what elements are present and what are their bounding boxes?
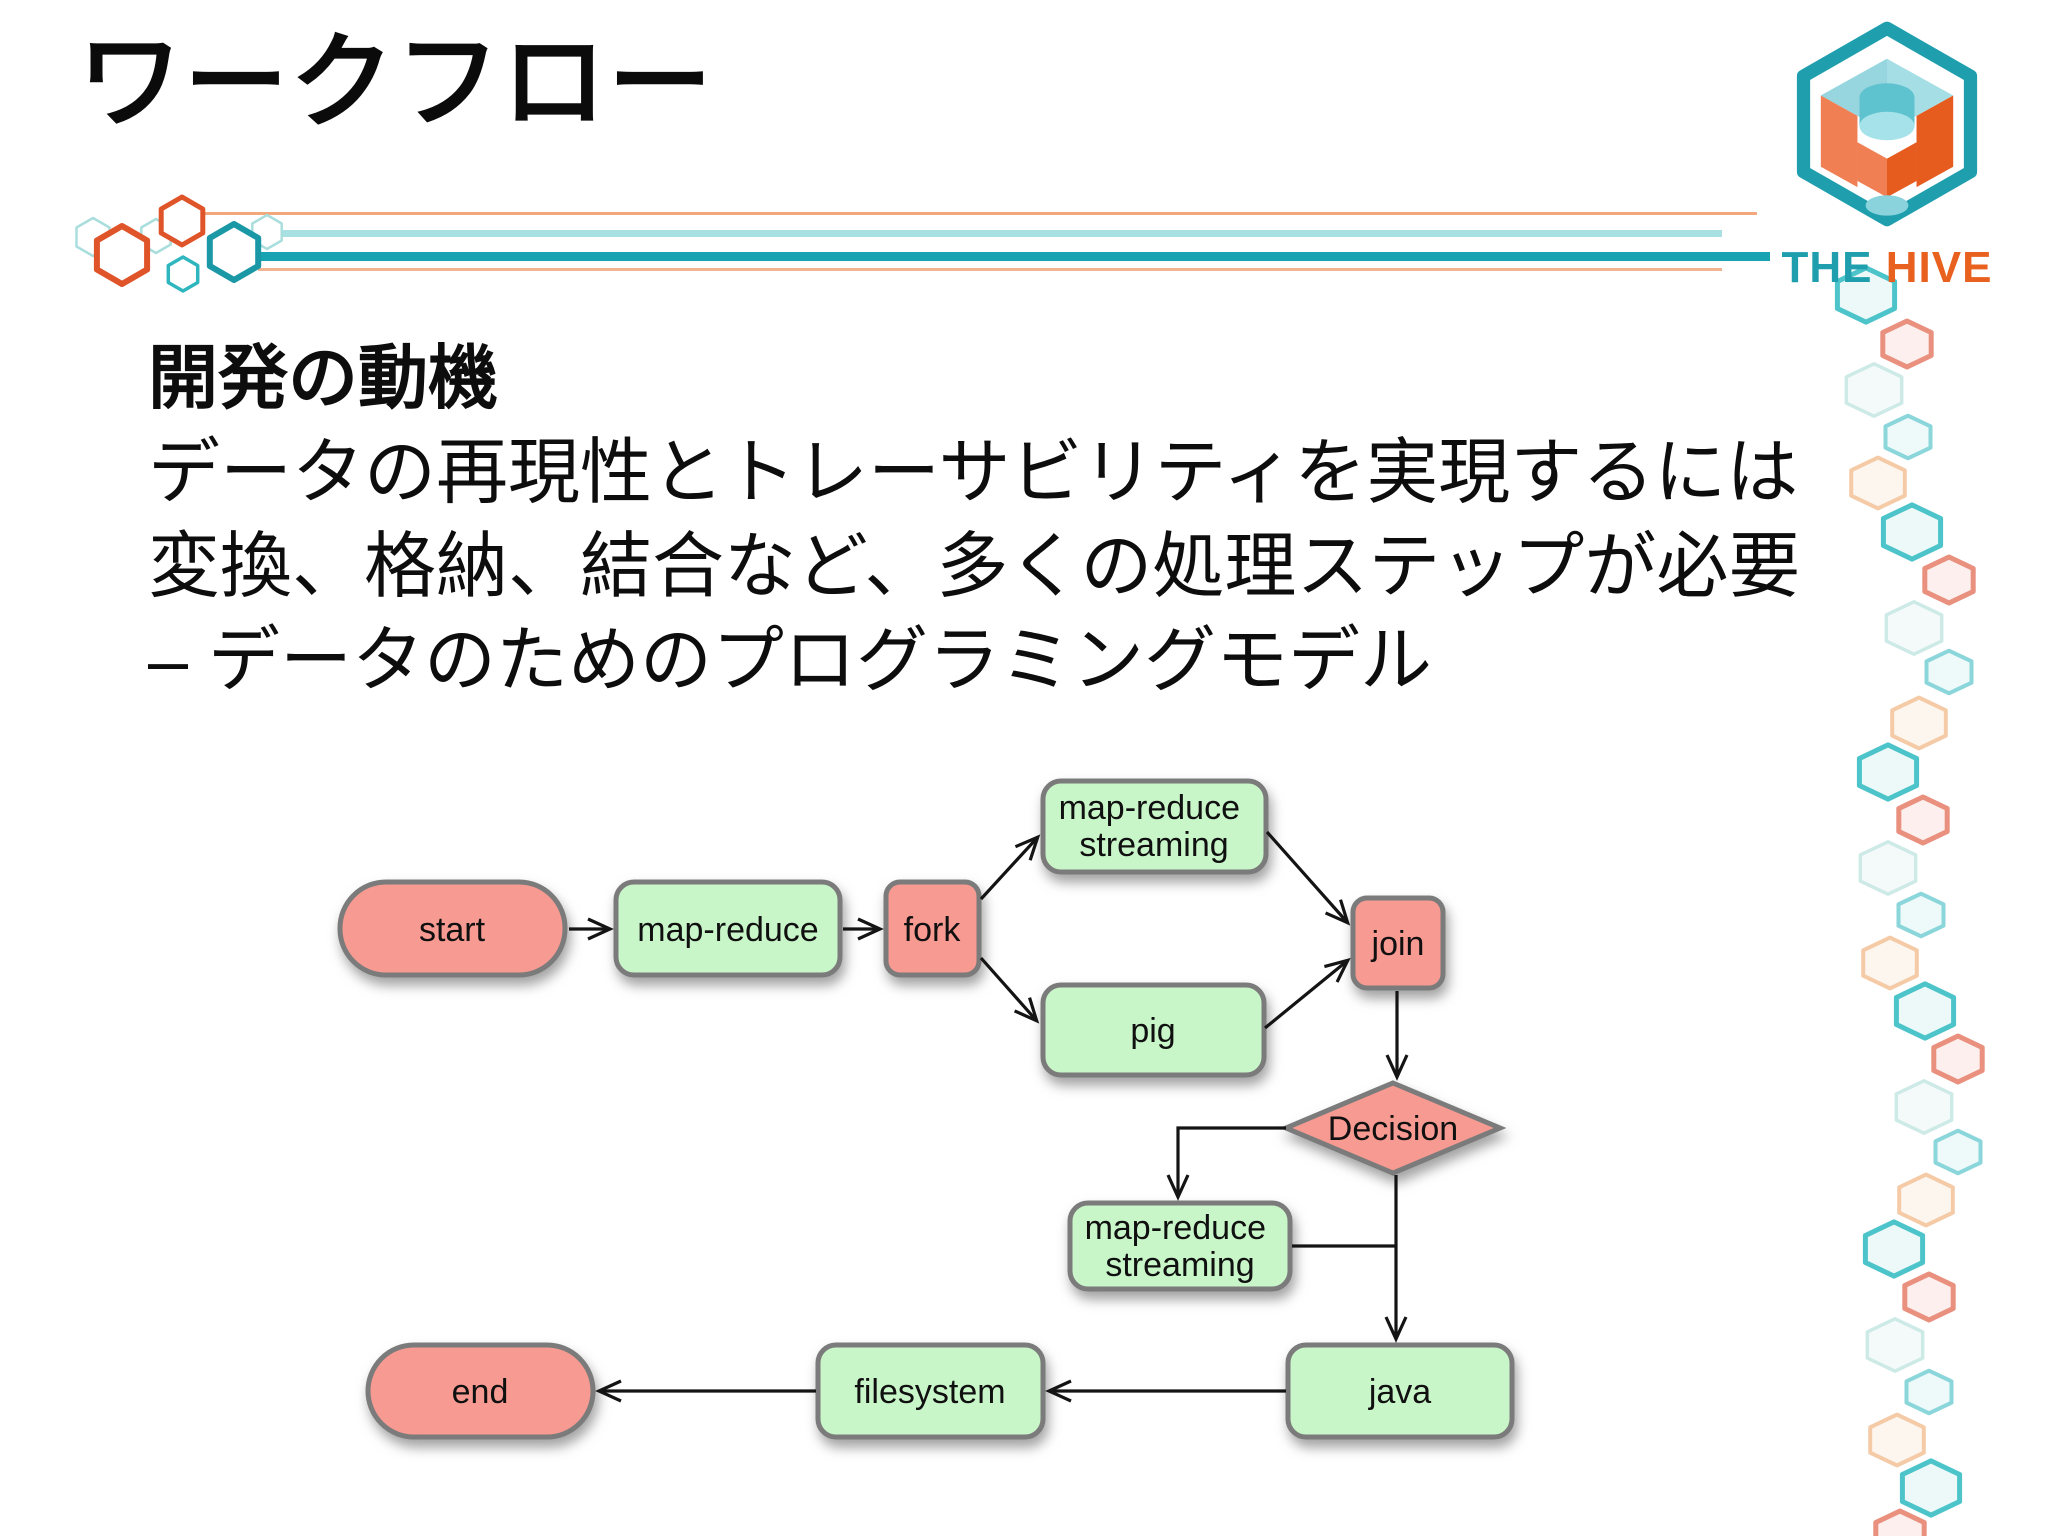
node-start: start bbox=[337, 879, 568, 978]
node-map-reduce-streaming-bottom: map-reduce streaming bbox=[1067, 1200, 1293, 1292]
svg-text:filesystem: filesystem bbox=[854, 1373, 1005, 1411]
svg-text:join: join bbox=[1371, 925, 1425, 963]
edge-fork-streaming-top bbox=[979, 834, 1041, 901]
body-line-1: データの再現性とトレーサビリティを実現するには bbox=[148, 433, 1799, 513]
node-pig: pig bbox=[1040, 982, 1267, 1078]
divider-line-orange-bottom bbox=[258, 268, 1722, 271]
node-join: join bbox=[1350, 895, 1446, 991]
logo-text-the: THE bbox=[1781, 243, 1873, 292]
node-fork: fork bbox=[883, 879, 982, 978]
node-java: java bbox=[1285, 1342, 1515, 1440]
logo-text: THE HIVE bbox=[1780, 243, 1994, 293]
svg-text:Decision: Decision bbox=[1328, 1110, 1458, 1148]
edge-pig-join bbox=[1263, 957, 1351, 1030]
divider-line-teal-light bbox=[281, 230, 1722, 237]
node-end: end bbox=[365, 1342, 596, 1440]
body-line-2: 変換、格納、結合など、多くの処理ステップが必要 bbox=[148, 527, 1801, 607]
hive-logo-hexagon-icon bbox=[1796, 21, 1978, 227]
svg-text:map-reduce streaming: map-reduce streaming bbox=[1059, 789, 1250, 864]
svg-text:end: end bbox=[452, 1373, 509, 1411]
logo-text-hive: HIVE bbox=[1885, 243, 1993, 292]
divider-line-teal-dark bbox=[258, 252, 1770, 261]
node-decision: Decision bbox=[1279, 1080, 1507, 1176]
svg-text:java: java bbox=[1368, 1373, 1431, 1411]
svg-text:map-reduce streaming: map-reduce streaming bbox=[1085, 1209, 1276, 1284]
node-map-reduce: map-reduce bbox=[613, 879, 843, 978]
svg-text:fork: fork bbox=[904, 911, 962, 949]
svg-text:map-reduce: map-reduce bbox=[637, 911, 818, 949]
edge-decision-streaming-bottom bbox=[1166, 1126, 1286, 1201]
svg-text:start: start bbox=[419, 911, 486, 949]
edge-fork-pig bbox=[979, 956, 1040, 1024]
divider-line-orange-top bbox=[203, 212, 1757, 215]
node-filesystem: filesystem bbox=[815, 1342, 1046, 1440]
node-map-reduce-streaming-top: map-reduce streaming bbox=[1040, 778, 1269, 875]
edge-streamingtop-join bbox=[1265, 830, 1351, 926]
page-title: ワークフロー bbox=[78, 25, 715, 141]
hive-logo: THE HIVE bbox=[1780, 14, 1994, 293]
body-heading: 開発の動機 bbox=[148, 339, 498, 417]
body-text-block: 開発の動機 データの再現性とトレーサビリティを実現するには 変換、格納、結合など… bbox=[148, 330, 1800, 708]
body-line-3: – データのためのプログラミングモデル bbox=[148, 621, 1433, 701]
svg-text:pig: pig bbox=[1130, 1012, 1175, 1050]
